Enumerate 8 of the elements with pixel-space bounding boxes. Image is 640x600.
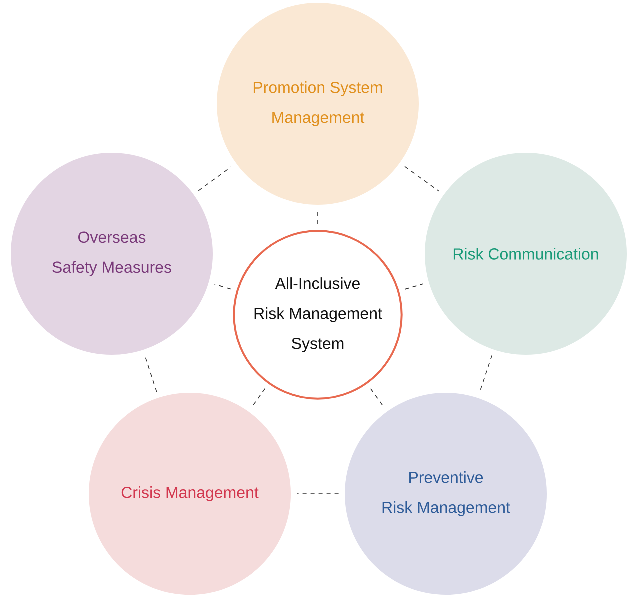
connector-line — [404, 284, 424, 290]
connector-line — [144, 356, 158, 392]
connector-line — [404, 166, 440, 192]
connector-line — [252, 388, 266, 408]
connector-line — [214, 284, 232, 290]
connector-line — [198, 166, 232, 192]
connector-line — [480, 355, 492, 393]
connector-line — [370, 388, 384, 408]
